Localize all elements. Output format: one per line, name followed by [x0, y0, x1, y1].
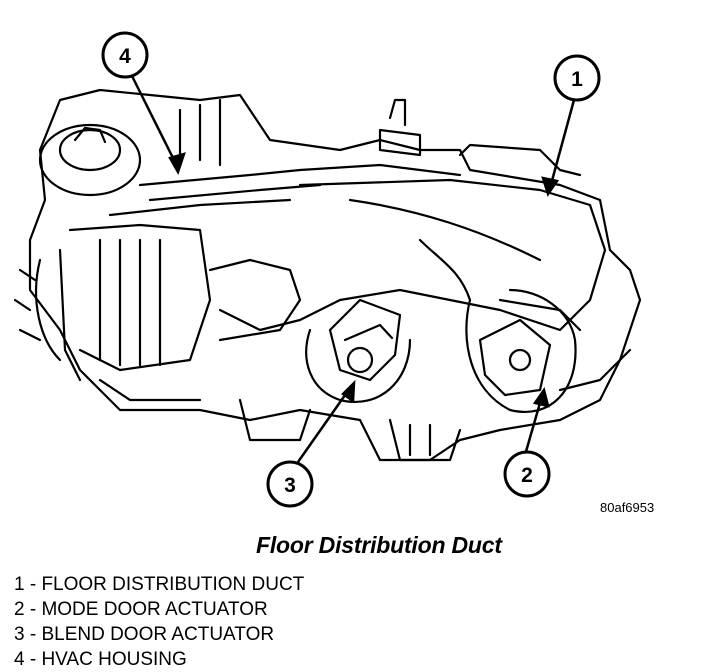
legend-item: 1 - FLOOR DISTRIBUTION DUCT — [14, 574, 305, 595]
legend-item: 2 - MODE DOOR ACTUATOR — [14, 599, 268, 620]
figure-reference-code: 80af6953 — [600, 500, 655, 515]
callout-1: 1 — [571, 68, 583, 91]
blower-housing — [38, 123, 142, 197]
mode-door-actuator-drawing — [478, 318, 552, 397]
callout-circle-1 — [553, 54, 601, 102]
callout-circle-2 — [503, 450, 551, 498]
legend-item: 4 - HVAC HOUSING — [14, 649, 187, 670]
figure-caption: Floor Distribution Duct — [256, 532, 502, 558]
hvac-housing-drawing: 4 1 3 2 — [13, 31, 642, 508]
blend-door-actuator-drawing — [328, 298, 402, 382]
callout-circle-3 — [266, 460, 314, 508]
legend-item: 3 - BLEND DOOR ACTUATOR — [14, 624, 275, 645]
legend-list: 1 - FLOOR DISTRIBUTION DUCT 2 - MODE DOO… — [14, 572, 304, 672]
callout-2: 2 — [521, 464, 533, 487]
callout-4: 4 — [119, 45, 131, 68]
housing-outline — [28, 88, 642, 462]
callout-3: 3 — [284, 474, 296, 497]
callout-circle-4 — [101, 31, 149, 79]
